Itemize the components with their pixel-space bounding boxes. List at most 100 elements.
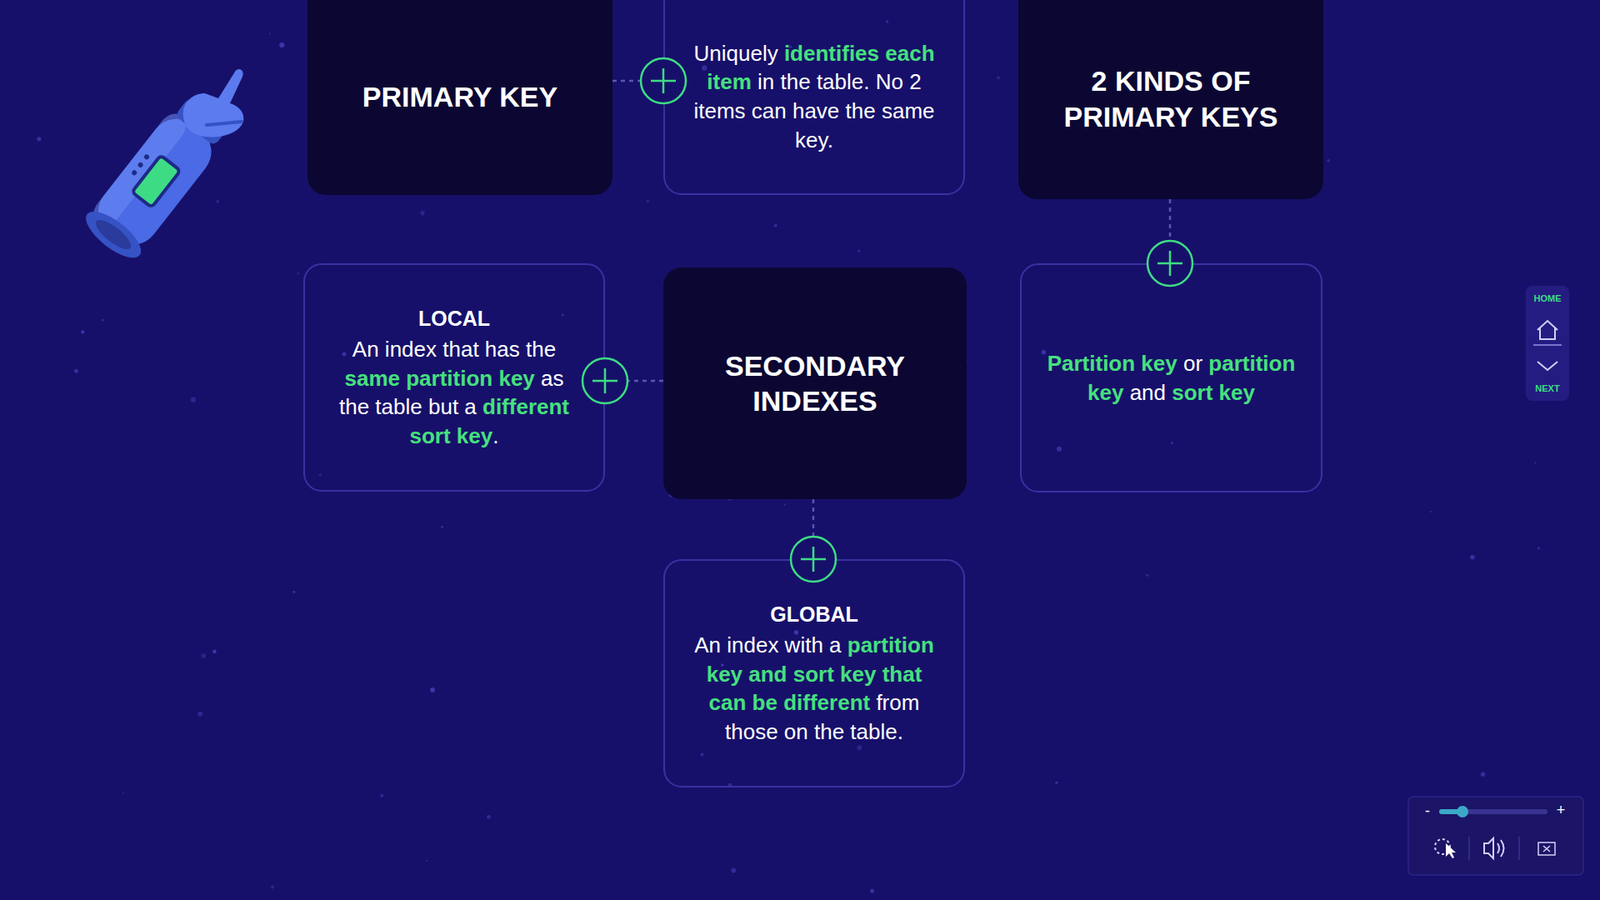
- plain: PRIMARY KEY: [362, 80, 558, 113]
- star: [700, 753, 705, 757]
- plain: An index with a: [694, 632, 848, 658]
- star: [1534, 462, 1536, 465]
- plus-circle: [1147, 240, 1193, 286]
- plain: 2 KINDS OF PRIMARY KEYS: [1064, 65, 1279, 133]
- plus-icon: [582, 358, 628, 404]
- star: [1470, 555, 1475, 560]
- home-icon: [1537, 320, 1558, 340]
- plus-sign: [650, 68, 676, 94]
- close-box: [1538, 842, 1555, 855]
- star: [646, 199, 650, 203]
- hand: [183, 69, 245, 137]
- star: [486, 815, 491, 820]
- arm-socket: [91, 215, 135, 254]
- index-box: GLOBAL An index with a partition key and …: [663, 559, 965, 788]
- plain: LOCAL: [418, 306, 490, 330]
- plain: GLOBAL: [770, 602, 859, 626]
- plus-circle: [582, 358, 628, 404]
- description-text: Partition key or partition key and sort …: [1046, 349, 1296, 407]
- nav-background: [1525, 285, 1570, 401]
- description-text: An index with a partition key and sort k…: [690, 630, 939, 746]
- star: [425, 860, 428, 862]
- star: [730, 867, 736, 873]
- star: [440, 525, 444, 529]
- star: [380, 794, 384, 798]
- star: [1145, 574, 1149, 577]
- slider-track: [1439, 809, 1548, 815]
- key-box: 2 KINDS OF PRIMARY KEYS: [1018, 0, 1324, 200]
- nav-panel: [1525, 285, 1570, 401]
- index-box: SECONDARY INDEXES: [663, 267, 967, 500]
- plus-circle: [790, 536, 836, 582]
- star: [269, 32, 271, 35]
- star: [215, 200, 220, 204]
- plain: An index that has the: [352, 336, 556, 362]
- heading-text: GLOBAL: [770, 600, 859, 629]
- star: [885, 20, 889, 23]
- star: [996, 75, 1000, 80]
- sound-waves: [1497, 840, 1505, 857]
- star: [297, 272, 300, 275]
- star: [279, 42, 285, 48]
- arm-end: [79, 203, 149, 265]
- star: [200, 653, 206, 659]
- star: [122, 791, 125, 794]
- dot: [143, 153, 150, 160]
- plus-icon: [640, 58, 686, 104]
- star: [197, 711, 203, 717]
- definition-box: Uniquely identifies each item in the tab…: [663, 0, 965, 195]
- star: [1326, 159, 1330, 163]
- star: [701, 65, 707, 70]
- star: [1430, 510, 1432, 513]
- heading-text: LOCAL: [418, 305, 490, 333]
- connector: [1169, 199, 1172, 264]
- nav-divider: [1533, 344, 1562, 346]
- slider-sign: +: [1556, 801, 1566, 820]
- connector: [612, 80, 664, 83]
- plain: SECONDARY INDEXES: [725, 350, 905, 418]
- slider-sign: -: [1425, 802, 1430, 820]
- dot: [130, 169, 138, 176]
- star: [80, 330, 85, 335]
- thumb: [206, 121, 242, 125]
- plus-sign: [592, 368, 618, 394]
- next-chevron: [1537, 361, 1558, 370]
- cursor-arrow: [1445, 843, 1456, 859]
- star: [783, 503, 786, 506]
- description-text: Uniquely identifies each item in the tab…: [690, 39, 939, 155]
- control-panel: [1408, 796, 1584, 875]
- robot-arm: [79, 69, 245, 266]
- star: [190, 397, 196, 403]
- connector: [812, 499, 815, 560]
- star: [212, 650, 217, 655]
- star: [1041, 350, 1046, 355]
- connector: [605, 380, 664, 383]
- battery: [131, 155, 180, 208]
- plus-circle: [640, 58, 686, 104]
- player-controls: [1408, 796, 1584, 875]
- plain: .: [492, 423, 499, 449]
- plus-icon: [1147, 240, 1193, 286]
- star: [74, 369, 79, 374]
- plain: or: [1177, 350, 1210, 376]
- nav-label: HOME: [1534, 293, 1562, 304]
- heading-text: 2 KINDS OF PRIMARY KEYS: [1043, 63, 1299, 135]
- heading-text: SECONDARY INDEXES: [688, 348, 942, 420]
- star: [856, 745, 862, 750]
- forearm-shine: [87, 108, 192, 232]
- highlight: same partition key: [345, 365, 535, 391]
- star: [420, 210, 425, 215]
- highlight: sort key: [1171, 380, 1255, 405]
- divider: [1518, 836, 1520, 860]
- highlight: Partition key: [1047, 350, 1178, 376]
- dot: [136, 161, 144, 169]
- nav-label: NEXT: [1535, 383, 1560, 394]
- star: [319, 473, 322, 476]
- definition-box: Partition key or partition key and sort …: [1020, 263, 1323, 493]
- star: [342, 352, 347, 357]
- star: [857, 250, 861, 254]
- star: [870, 889, 875, 894]
- description-text: An index that has the same partition key…: [330, 335, 579, 450]
